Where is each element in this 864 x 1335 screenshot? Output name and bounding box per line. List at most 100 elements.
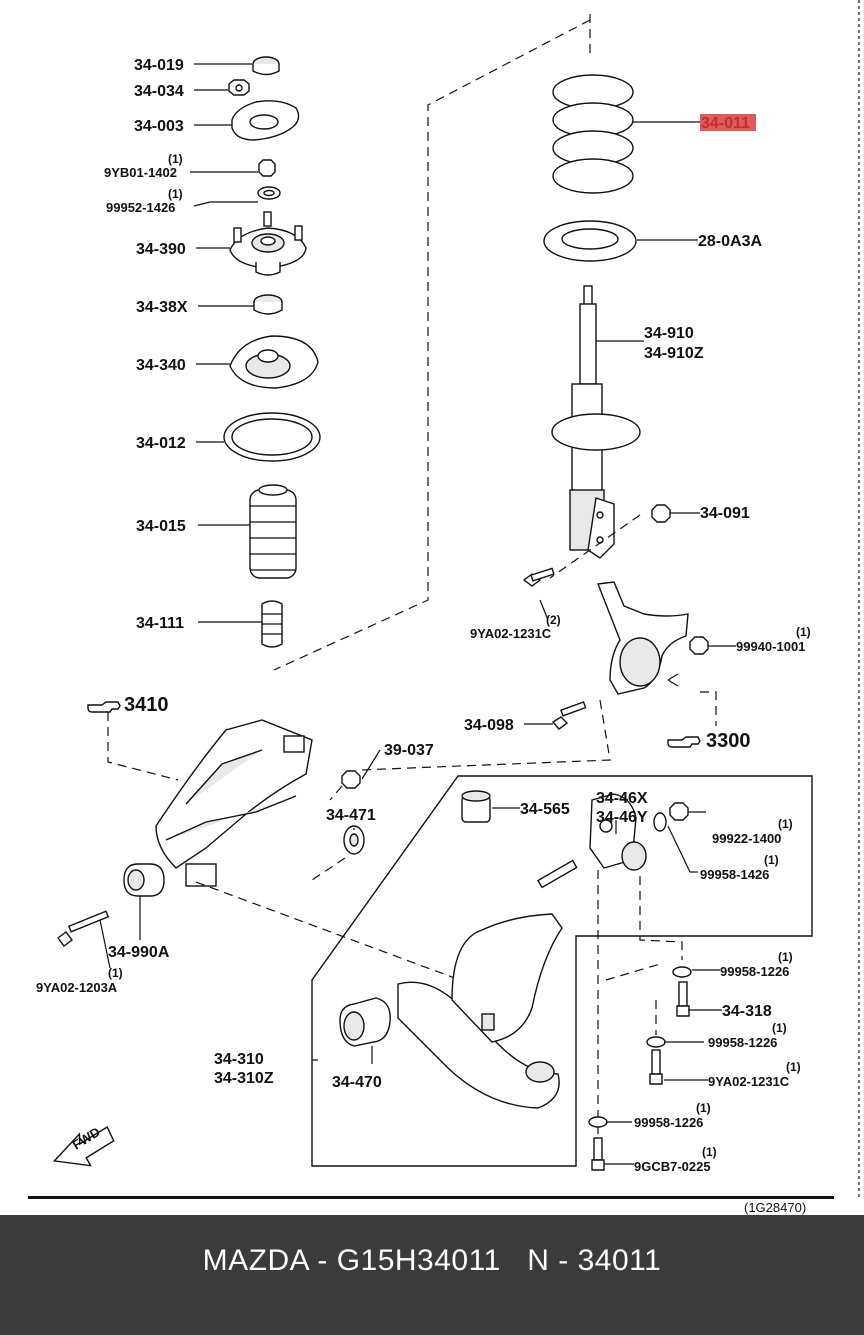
qty-99958-1426: (1): [764, 853, 779, 867]
part-9ya02-1231c-bolt-b: [649, 1049, 663, 1085]
footer-part-number: 34011: [577, 1244, 662, 1277]
part-99940-1001: [689, 636, 709, 655]
label-99958-1226-a: 99958-1226: [720, 964, 789, 979]
part-34-098: [551, 701, 587, 730]
label-34-003: 34-003: [134, 118, 184, 135]
label-34-46y: 34-46Y: [596, 809, 648, 826]
part-99958-1426-washer: [653, 812, 667, 832]
footer-gap: [501, 1244, 528, 1277]
label-9gcb7-0225: 9GCB7-0225: [634, 1159, 711, 1174]
part-labels: 34-019 34-034 34-003 (1) 9YB01-1402 (1) …: [36, 57, 811, 1174]
part-99922-1400: [669, 802, 689, 821]
qty-99958-1226-b: (1): [772, 1021, 787, 1035]
part-28-0a3a: [543, 220, 637, 262]
qty-9ya02-1203a: (1): [108, 966, 123, 980]
part-34-38x: [253, 294, 283, 315]
label-34-318: 34-318: [722, 1003, 772, 1020]
footer-n-prefix: N: [527, 1244, 550, 1277]
explode-line-3410: [107, 712, 179, 781]
label-34-091: 34-091: [700, 505, 750, 522]
label-34-470: 34-470: [332, 1074, 382, 1091]
fwd-arrow-icon: FWD: [52, 1124, 115, 1167]
qty-99940-1001: (1): [796, 625, 811, 639]
label-34-034: 34-034: [134, 83, 184, 100]
part-34-910-strut: [551, 285, 641, 559]
label-34-012: 34-012: [136, 435, 186, 452]
bottom-rule: [28, 1196, 834, 1199]
part-knuckle: [597, 581, 689, 695]
label-34-46x: 34-46X: [596, 790, 648, 807]
label-9ya02-1231c-a: 9YA02-1231C: [470, 626, 552, 641]
label-34-310: 34-310: [214, 1051, 264, 1068]
part-34-003: [231, 100, 300, 141]
label-34-111: 34-111: [136, 615, 184, 632]
diagram-code: (1G28470): [744, 1200, 806, 1215]
label-34-38x: 34-38X: [136, 299, 188, 316]
qty-9ya02-1231c-a: (2): [546, 613, 561, 627]
explode-line-c: [195, 785, 461, 981]
qty-99958-1226-a: (1): [778, 950, 793, 964]
part-34-015: [249, 484, 297, 579]
part-9ya02-1203a: [57, 910, 110, 947]
footer-caption: MAZDA - G15H34011 N - 34011: [0, 1244, 864, 1278]
label-34-565: 34-565: [520, 801, 570, 818]
part-9gcb7-0225: [591, 1137, 605, 1171]
label-99952-1426: 99952-1426: [106, 200, 175, 215]
hand-pointer-icon-3300: [667, 736, 701, 748]
part-34-565: [461, 790, 491, 823]
label-34-310z: 34-310Z: [214, 1070, 274, 1087]
arrow-3300: [667, 673, 679, 687]
ref-3300: 3300: [706, 730, 751, 752]
qty-99922-1400: (1): [778, 817, 793, 831]
label-34-910z: 34-910Z: [644, 345, 704, 362]
label-99958-1226-c: 99958-1226: [634, 1115, 703, 1130]
part-34-471: [343, 825, 365, 855]
part-34-318: [676, 981, 690, 1017]
label-34-011: 34-011: [701, 115, 750, 132]
lower-arm-frame: [311, 775, 813, 1167]
qty-9gcb7-0225: (1): [702, 1145, 717, 1159]
label-9ya02-1203a: 9YA02-1203A: [36, 980, 118, 995]
label-9yb01-1402: 9YB01-1402: [104, 165, 177, 180]
part-34-310-lower-arm: [397, 859, 578, 1109]
explode-line-b: [359, 514, 717, 771]
part-34-091: [651, 504, 671, 523]
footer-oem-number: G15H34011: [336, 1244, 501, 1277]
label-99940-1001: 99940-1001: [736, 639, 805, 654]
part-34-034: [228, 79, 250, 96]
parts-diagram: FWD 34-019 34-034 34-003 (1) 9YB01-1402 …: [28, 0, 860, 1215]
part-9ya02-1231c-bolt-a: [522, 567, 555, 587]
label-34-340: 34-340: [136, 357, 186, 374]
part-34-340: [229, 335, 319, 389]
footer-brand: MAZDA: [202, 1244, 309, 1277]
leader-lines: [99, 63, 736, 1165]
label-34-019: 34-019: [134, 57, 184, 74]
qty-9ya02-1231c-b: (1): [786, 1060, 801, 1074]
part-99958-1226-washer-b: [646, 1036, 666, 1048]
label-99958-1226-b: 99958-1226: [708, 1035, 777, 1050]
label-34-990a: 34-990A: [108, 944, 170, 961]
part-99958-1226-washer-c: [588, 1116, 608, 1128]
part-99958-1226-washer-a: [672, 966, 692, 978]
label-9ya02-1231c-b: 9YA02-1231C: [708, 1074, 790, 1089]
label-34-015: 34-015: [136, 518, 186, 535]
label-34-910: 34-910: [644, 325, 694, 342]
label-34-471: 34-471: [326, 807, 376, 824]
part-34-470: [339, 997, 391, 1047]
ref-3410: 3410: [124, 694, 169, 716]
part-34-012: [223, 412, 321, 462]
part-34-46x-bracket: [589, 793, 647, 871]
part-crossmember-3410: [155, 719, 313, 887]
part-34-990a: [123, 863, 165, 897]
hand-pointer-icon-3410: [87, 701, 121, 713]
footer-bar: MAZDA - G15H34011 N - 34011: [0, 1215, 864, 1335]
part-34-019: [252, 56, 280, 76]
label-34-390: 34-390: [136, 241, 186, 258]
explode-line-d: [597, 870, 683, 1150]
highlight-34-011: [700, 114, 756, 131]
part-34-390: [229, 211, 307, 276]
label-39-037: 39-037: [384, 742, 434, 759]
part-34-011-coil-spring: [552, 74, 634, 194]
part-99952-1426: [257, 186, 281, 200]
qty-99958-1226-c: (1): [696, 1101, 711, 1115]
